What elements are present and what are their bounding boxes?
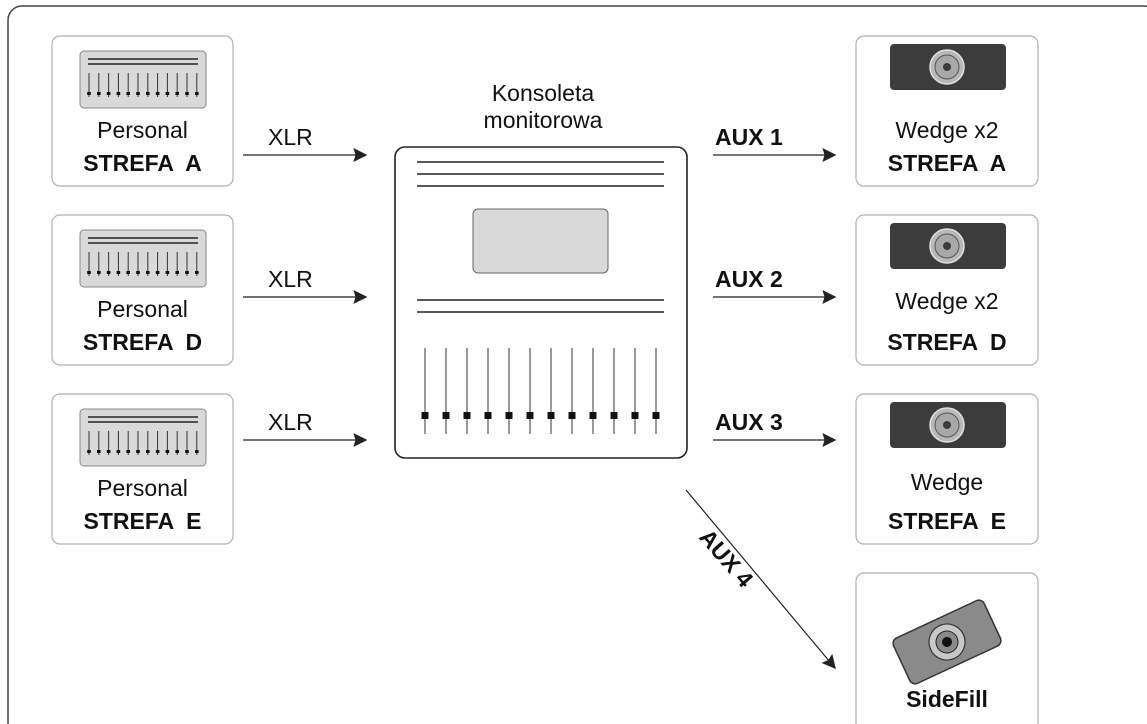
output-name: Wedge [910,469,984,495]
aux4-arrow [685,489,836,670]
console-screen [472,208,609,274]
output-zone: STREFA A [887,150,1007,176]
xlr-label: XLR [268,409,313,435]
personal-mixer-icon [79,408,207,467]
xlr-label: XLR [268,266,313,292]
wedge-speaker-icon [890,402,1006,448]
console-title: Konsoleta monitorowa [463,80,623,134]
sidefill-name: SideFill [906,686,988,712]
input-name: Personal [97,296,188,322]
output-zone: STREFA D [887,329,1007,355]
wedge-speaker-icon [890,223,1006,269]
personal-mixer-icon [79,50,207,109]
output-name: Wedge x2 [895,117,999,143]
output-zone: STREFA E [888,508,1006,534]
wedge-speaker-icon [890,44,1006,90]
input-zone: STREFA A [83,150,202,176]
xlr-label: XLR [268,124,313,150]
personal-mixer-icon [79,229,207,288]
input-name: Personal [97,475,188,501]
input-zone: STREFA E [83,508,202,534]
output-name: Wedge x2 [895,288,999,314]
aux-label: AUX 1 [715,124,783,150]
aux-label: AUX 2 [715,266,783,292]
aux-label: AUX 3 [715,409,783,435]
input-name: Personal [97,117,188,143]
input-zone: STREFA D [82,329,203,355]
monitor-console-icon [394,146,688,459]
console-title-line1: Konsoleta [491,80,595,106]
console-title-line2: monitorowa [483,107,603,133]
sidefill-speaker-icon [892,599,1002,685]
